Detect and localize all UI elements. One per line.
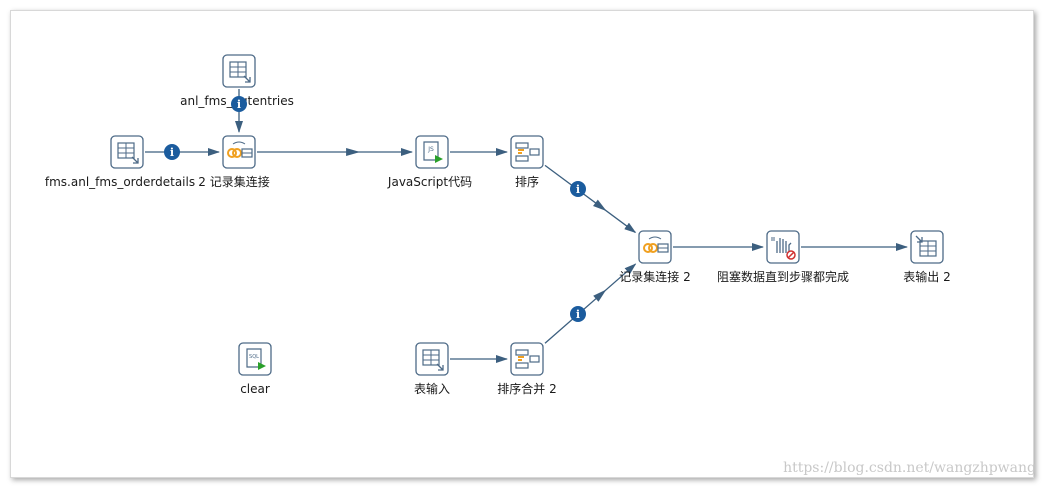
javascript-icon: JS: [423, 141, 443, 163]
step-clear[interactable]: SQL: [238, 342, 272, 376]
step-js[interactable]: JS: [415, 135, 449, 169]
step-label-sort: 排序: [515, 174, 539, 189]
transformation-canvas-frame: [10, 10, 1034, 478]
step-join2[interactable]: [222, 135, 256, 169]
step-sort[interactable]: [510, 135, 544, 169]
table-input-icon: [422, 349, 444, 371]
step-sortmerge2[interactable]: [510, 342, 544, 376]
step-label-orderdetails: fms.anl_fms_orderdetails: [45, 175, 195, 189]
svg-text:JS: JS: [427, 146, 434, 153]
step-label-sortmerge2: 排序合并 2: [497, 381, 556, 396]
table-input-icon: [229, 61, 251, 83]
info-badge-icon[interactable]: i: [570, 306, 586, 322]
step-join_b[interactable]: [638, 230, 672, 264]
step-label-clear: clear: [240, 382, 270, 396]
hop-direction-arrow-icon: [593, 199, 607, 212]
blocking-step-icon: [771, 237, 796, 260]
svg-text:SQL: SQL: [249, 354, 259, 360]
svg-text:i: i: [576, 183, 580, 196]
hops-layer: [145, 89, 908, 363]
merge-join-icon: [227, 141, 253, 158]
info-badge-icon[interactable]: i: [570, 181, 586, 197]
step-tableinput[interactable]: [415, 342, 449, 376]
labels-layer: anl_fms_outentriesfms.anl_fms_orderdetai…: [45, 94, 951, 396]
table-input-icon: [117, 142, 139, 164]
info-badge-icon[interactable]: i: [231, 96, 247, 112]
svg-text:i: i: [576, 308, 580, 321]
hop-sort-to-join_b[interactable]: [544, 164, 637, 234]
step-label-js: JavaScript代码: [387, 175, 472, 189]
step-label-tableinput: 表输入: [414, 381, 450, 396]
step-label-output2: 表输出 2: [903, 269, 950, 284]
merge-join-icon: [643, 236, 669, 253]
svg-text:i: i: [237, 98, 241, 111]
sort-merge-icon: [515, 349, 540, 369]
table-output-icon: [915, 235, 937, 257]
info-badge-icon[interactable]: i: [164, 144, 180, 160]
sort-rows-icon: [515, 142, 540, 162]
hop-sortmerge2-to-join_b[interactable]: [544, 263, 637, 344]
step-label-block: 阻塞数据直到步骤都完成: [717, 269, 849, 284]
watermark: https://blog.csdn.net/wangzhpwang: [783, 460, 1036, 476]
sql-script-icon: SQL: [246, 348, 266, 370]
step-orderdetails[interactable]: [110, 135, 144, 169]
step-block[interactable]: [766, 230, 800, 264]
step-label-join_b: 记录集连接 2: [619, 269, 690, 284]
steps-layer: JS SQL: [110, 54, 944, 376]
hop-direction-arrow-icon: [346, 148, 361, 156]
step-outentries[interactable]: [222, 54, 256, 88]
step-label-join2: 2 记录集连接: [198, 174, 269, 189]
svg-text:i: i: [170, 146, 174, 159]
hop-direction-arrow-icon: [593, 289, 607, 302]
info-badges-layer: i i i i: [164, 96, 586, 322]
step-output2[interactable]: [910, 230, 944, 264]
